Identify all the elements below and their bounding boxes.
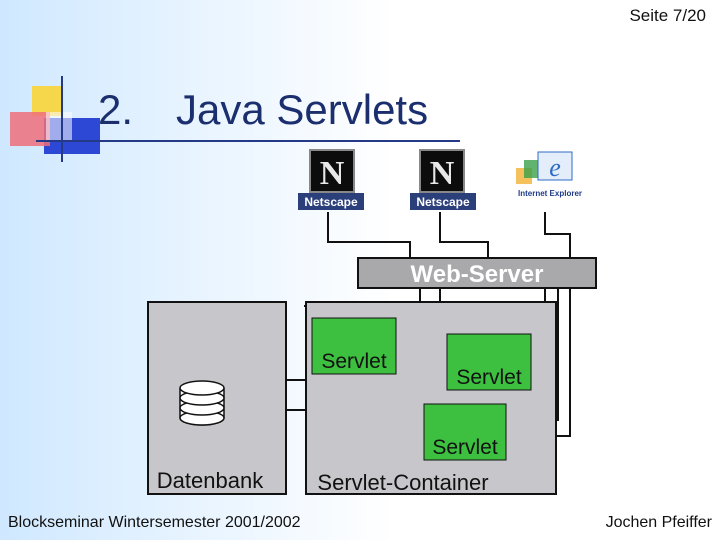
svg-text:N: N bbox=[320, 155, 345, 192]
slide-title-number: 2. bbox=[98, 86, 134, 133]
decorative-squares-logo bbox=[10, 76, 100, 162]
servlet-box-2 bbox=[446, 333, 532, 391]
browser-label-3: Internet Explorer bbox=[518, 189, 582, 198]
browser-netscape-1: N Netscape bbox=[298, 149, 364, 210]
svg-text:N: N bbox=[430, 155, 455, 192]
web-server-label: Web-Server bbox=[411, 261, 544, 288]
servlet-label-3: Servlet bbox=[432, 436, 498, 459]
servlet-container-label: Servlet-Container bbox=[317, 470, 488, 495]
footer-course: Blockseminar Wintersemester 2001/2002 bbox=[8, 514, 301, 531]
footer-author: Jochen Pfeiffer bbox=[605, 514, 712, 531]
netscape-icon bbox=[309, 149, 355, 193]
servlet-label-2: Servlet bbox=[456, 366, 522, 389]
internet-explorer-icon: e bbox=[549, 153, 561, 182]
servlet-box-1 bbox=[311, 317, 397, 375]
browser-label-2: Netscape bbox=[416, 195, 470, 209]
database-cylinder-icon bbox=[179, 380, 225, 426]
web-server-box bbox=[357, 257, 597, 289]
page-number: Seite 7/20 bbox=[629, 6, 706, 25]
servlet-box-3 bbox=[423, 403, 507, 461]
database-label: Datenbank bbox=[157, 468, 264, 493]
slide-title: Java Servlets bbox=[176, 86, 429, 133]
browser-netscape-2: N Netscape bbox=[410, 149, 476, 210]
browser-internet-explorer: e Internet Explorer bbox=[516, 151, 582, 198]
browser-label-1: Netscape bbox=[304, 195, 358, 209]
servlet-label-1: Servlet bbox=[321, 350, 387, 373]
netscape-icon bbox=[419, 149, 465, 193]
title-underline bbox=[36, 140, 460, 142]
